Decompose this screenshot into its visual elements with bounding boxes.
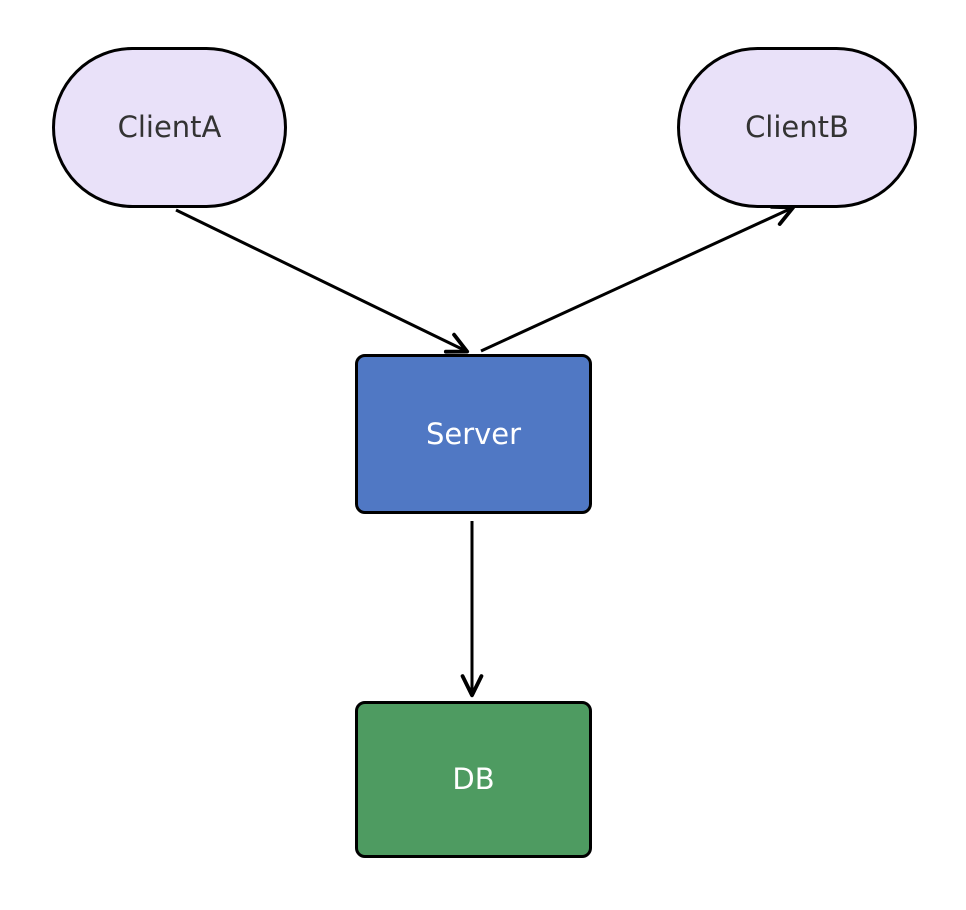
edge-clienta-to-server (175, 208, 470, 354)
node-db: DB (355, 701, 592, 858)
node-clientb: ClientB (677, 47, 917, 208)
node-clienta: ClientA (52, 47, 287, 208)
node-server-label: Server (425, 416, 522, 451)
node-clientb-label: ClientB (745, 110, 849, 144)
edge-server-to-clientb (480, 204, 796, 353)
node-db-label: DB (452, 762, 495, 796)
node-server: Server (355, 354, 592, 514)
node-clienta-label: ClientA (117, 110, 222, 144)
